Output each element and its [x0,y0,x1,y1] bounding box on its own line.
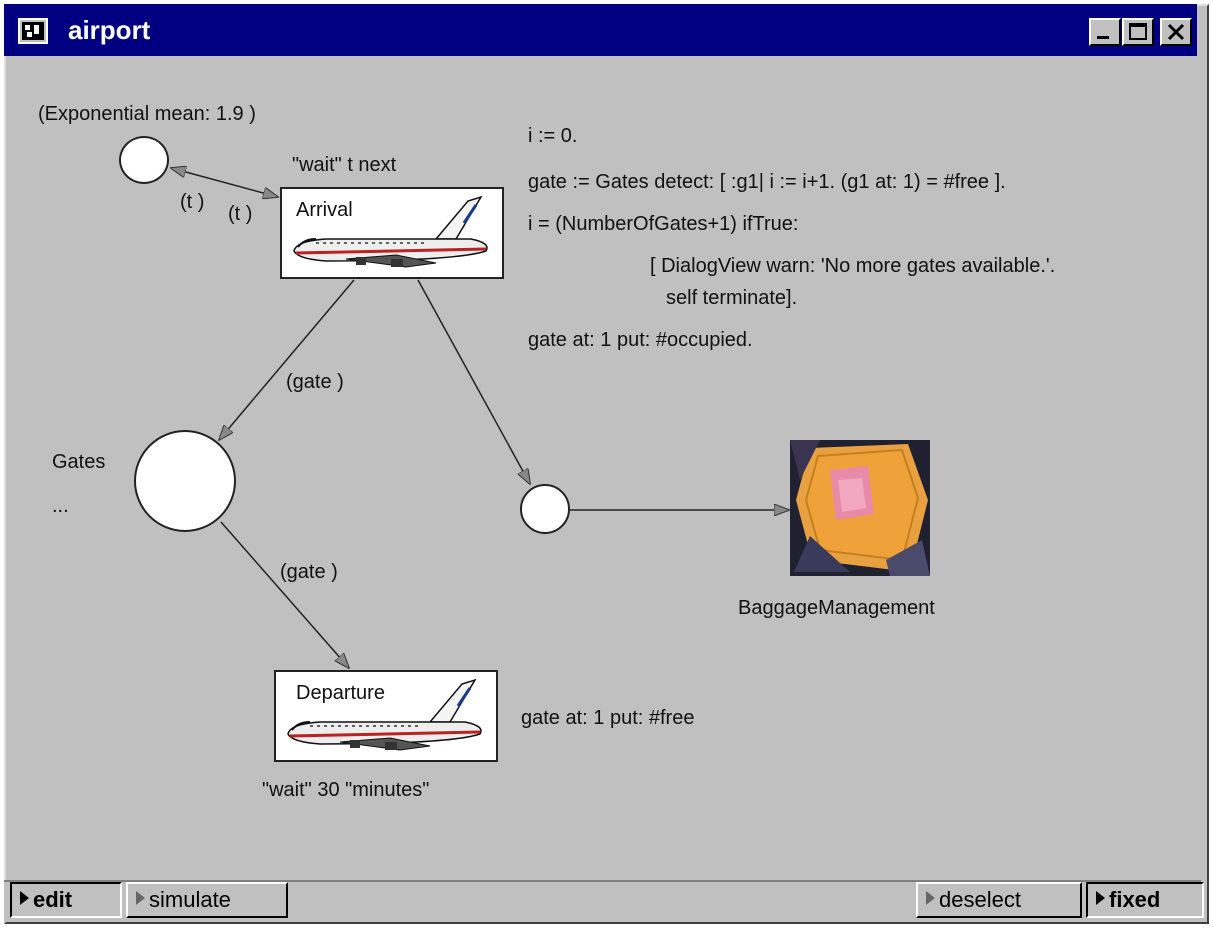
minimize-button[interactable] [1089,18,1121,46]
exponential-mean-label: (Exponential mean: 1.9 ) [38,103,256,125]
deselect-button[interactable]: deselect [916,882,1082,918]
triangle-icon [1096,891,1105,906]
arc-timer-arrival [171,168,278,197]
code-line-2: gate := Gates detect: [ :g1| i := i+1. (… [528,171,1006,193]
departure-wait-label: "wait" 30 "minutes" [262,779,430,801]
code-line-3: i = (NumberOfGates+1) ifTrue: [528,213,799,235]
arrival-transition[interactable]: Arrival [280,187,504,279]
arc-label-gate-2: (gate ) [280,561,338,583]
arc-gates-departure [220,521,349,668]
close-button[interactable] [1160,18,1192,46]
baggage-management-label: BaggageManagement [738,597,935,619]
arc-arrival-gates [219,279,355,440]
departure-label: Departure [296,682,385,704]
airplane-icon [293,195,488,268]
petri-net-canvas[interactable]: (Exponential mean: 1.9 ) "wait" t next (… [16,66,1199,878]
gates-place[interactable] [134,430,236,532]
wait-next-label: "wait" t next [292,154,397,176]
edit-button[interactable]: edit [10,882,122,918]
arcs-layer [16,66,1199,878]
code-line-5: self terminate]. [666,287,798,309]
close-icon [1167,23,1185,41]
gates-label: Gates [52,451,106,473]
airplane-icon [287,678,482,751]
arrival-timer-place[interactable] [119,136,169,184]
code-line-6: gate at: 1 put: #occupied. [528,329,753,351]
triangle-icon [20,891,29,906]
maximize-button[interactable] [1122,18,1154,46]
system-menu-icon[interactable] [18,18,48,44]
arc-label-gate-1: (gate ) [286,371,344,393]
code-line-4: [ DialogView warn: 'No more gates availa… [650,255,1056,277]
simulate-button[interactable]: simulate [126,882,288,918]
arrival-label: Arrival [296,199,353,221]
arc-arrival-baggage-place [417,279,530,484]
triangle-icon [926,891,935,906]
baggage-input-place[interactable] [520,484,570,534]
baggage-management-transition[interactable] [790,440,930,576]
maximize-icon [1129,23,1147,40]
arc-label-t-1: (t ) [180,191,205,213]
fixed-button[interactable]: fixed [1086,882,1204,918]
arc-label-t-2: (t ) [228,203,253,225]
baggage-suitcase-icon [790,440,930,576]
departure-transition[interactable]: Departure [274,670,498,762]
minimize-icon [1097,36,1109,39]
window-title: airport [68,15,151,45]
departure-code-label: gate at: 1 put: #free [521,707,695,729]
triangle-icon [136,891,145,906]
gates-dots-label: ... [52,495,69,517]
title-bar[interactable]: airport [4,4,1197,56]
code-line-1: i := 0. [528,125,578,147]
